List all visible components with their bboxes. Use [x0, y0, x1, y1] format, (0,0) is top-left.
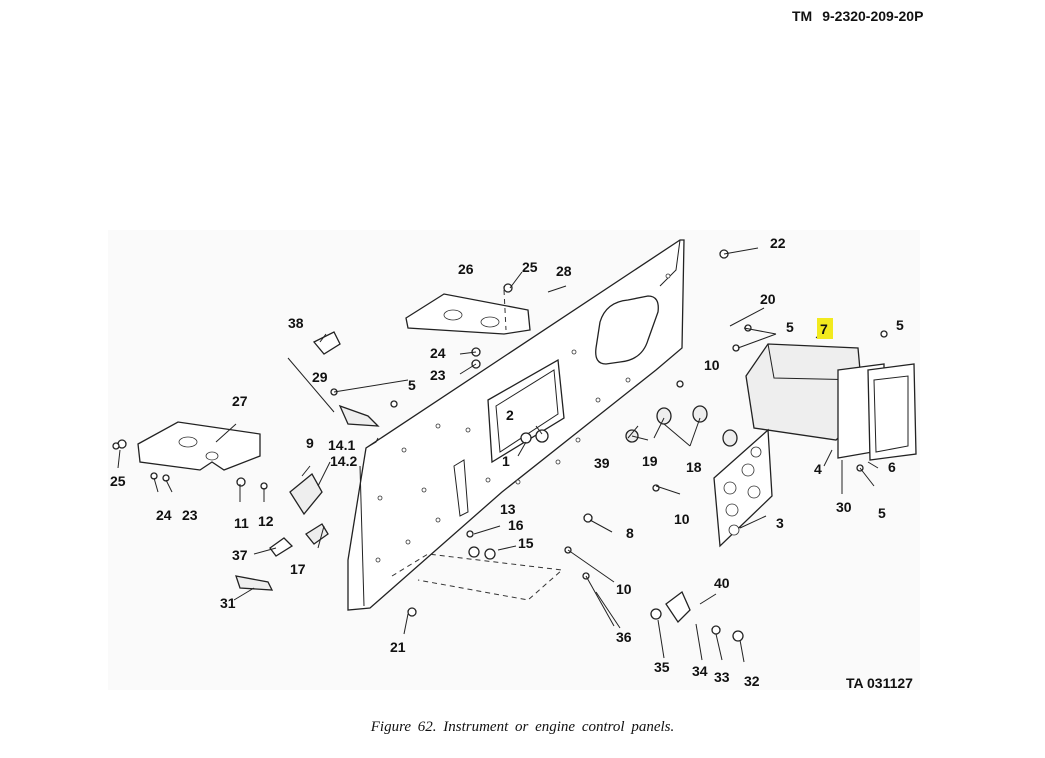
callout-label: 18 [686, 459, 702, 475]
callout-label: 10 [704, 357, 720, 373]
callout-label: 33 [714, 669, 730, 685]
callout-label: 11 [234, 515, 249, 531]
callout-label: 5 [878, 505, 886, 521]
callout-label: 38 [288, 315, 304, 331]
callout-label: 10 [616, 581, 632, 597]
callout-label: 5 [786, 319, 794, 335]
callout-label: 25 [110, 473, 126, 489]
callout-label: 8 [626, 525, 634, 541]
tm-number: 9-2320-209-20P [822, 8, 924, 24]
callout-label: 37 [232, 547, 248, 563]
plate-3 [713, 428, 773, 548]
callout-label: 2 [506, 407, 514, 423]
callout-label: 16 [508, 517, 524, 533]
switch-14 [289, 473, 323, 516]
callout-label: 40 [714, 575, 730, 591]
exploded-parts-illustration: 22 26 25 28 20 5 7 5 38 24 23 5 10 29 2 … [108, 230, 920, 690]
callout-label: 24 [430, 345, 446, 361]
callout-label: 13 [500, 501, 516, 517]
callout-label: 36 [616, 629, 632, 645]
bracket-27 [137, 421, 261, 471]
callout-label: 25 [522, 259, 538, 275]
callout-label: 23 [430, 367, 446, 383]
callout-label-highlighted: 7 [820, 321, 828, 337]
callout-label: 34 [692, 663, 708, 679]
callout-label: 23 [182, 507, 198, 523]
connector-29 [338, 404, 380, 427]
callout-label: 15 [518, 535, 534, 551]
callout-label: 27 [232, 393, 248, 409]
parts-diagram: 22 26 25 28 20 5 7 5 38 24 23 5 10 29 2 … [110, 235, 917, 690]
callout-label: 21 [390, 639, 406, 655]
callout-label: 39 [594, 455, 610, 471]
callout-label: 26 [458, 261, 474, 277]
callout-label: 24 [156, 507, 172, 523]
sender-31 [235, 575, 274, 591]
main-panel [347, 239, 685, 611]
callout-label: 10 [674, 511, 690, 527]
tm-header: TM 9-2320-209-20P [792, 8, 923, 24]
callout-label: 9 [306, 435, 314, 451]
callout-label: 12 [258, 513, 274, 529]
tm-prefix: TM [792, 8, 813, 24]
gauge-housing [745, 343, 917, 461]
callout-labels: 22 26 25 28 20 5 7 5 38 24 23 5 10 29 2 … [110, 235, 904, 689]
callout-label: 30 [836, 499, 852, 515]
callout-label: 5 [408, 377, 416, 393]
callout-label: 4 [814, 461, 822, 477]
callout-label: 29 [312, 369, 328, 385]
callout-label: 5 [896, 317, 904, 333]
ta-number: TA 031127 [846, 675, 913, 690]
callout-label: 32 [744, 673, 760, 689]
callout-label: 3 [776, 515, 784, 531]
callout-label: 14.1 [328, 437, 355, 453]
callout-label: 19 [642, 453, 658, 469]
callout-label: 20 [760, 291, 776, 307]
callout-label: 17 [290, 561, 306, 577]
figure-caption: Figure 62. Instrument or engine control … [370, 719, 675, 735]
callout-label: 35 [654, 659, 670, 675]
callout-label: 6 [888, 459, 896, 475]
callout-label: 22 [770, 235, 786, 251]
callout-label: 28 [556, 263, 572, 279]
callout-label: 14.2 [330, 453, 357, 469]
callout-highlight [817, 318, 833, 339]
bracket-26 [405, 293, 531, 335]
callout-label: 31 [220, 595, 236, 611]
callout-label: 1 [502, 453, 510, 469]
